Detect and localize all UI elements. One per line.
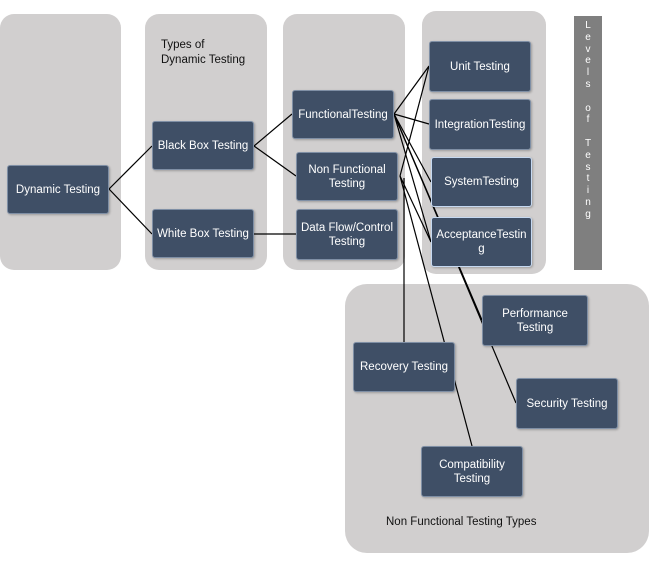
node-dynamic-testing: Dynamic Testing <box>7 165 109 214</box>
link-dynamic-blackbox <box>108 145 153 190</box>
node-non-functional-testing: Non Functional Testing <box>296 152 398 201</box>
link-blackbox-nonfunctional <box>253 145 297 177</box>
node-white-box-testing: White Box Testing <box>152 209 254 258</box>
node-unit-testing: Unit Testing <box>429 41 531 92</box>
link-nonfunctional-compatibility <box>399 175 473 447</box>
node-compatibility-testing: Compatibility Testing <box>421 446 523 497</box>
levels-of-testing-bar: L e v e l s o f T e s t i n g <box>574 16 602 270</box>
types-of-dynamic-testing-label: Types of Dynamic Testing <box>161 39 246 66</box>
node-integration-testing: IntegrationTesting <box>429 99 531 150</box>
link-functional-system <box>393 113 432 183</box>
link-functional-acceptance <box>393 113 432 243</box>
link-nonfunctional-acceptance <box>399 175 432 243</box>
node-system-testing: SystemTesting <box>431 157 532 207</box>
link-blackbox-functional <box>253 113 293 147</box>
node-performance-testing: Performance Testing <box>482 295 588 346</box>
node-acceptance-testing: AcceptanceTestin g <box>431 217 532 267</box>
panel-dynamic <box>0 14 121 270</box>
node-recovery-testing: Recovery Testing <box>353 342 455 392</box>
levels-of-testing-label: L e v e l s o f T e s t i n g <box>584 20 592 220</box>
link-dynamic-whitebox <box>108 188 153 235</box>
link-functional-integration <box>393 113 430 125</box>
node-security-testing: Security Testing <box>516 378 618 429</box>
link-functional-unit <box>393 65 430 115</box>
node-functional-testing: FunctionalTesting <box>292 90 394 139</box>
node-data-flow-control-testing: Data Flow/Control Testing <box>296 209 398 260</box>
link-nonfunctional-unit <box>399 65 430 177</box>
node-black-box-testing: Black Box Testing <box>152 121 254 170</box>
nonfunctional-testing-types-label: Non Functional Testing Types <box>386 516 537 528</box>
